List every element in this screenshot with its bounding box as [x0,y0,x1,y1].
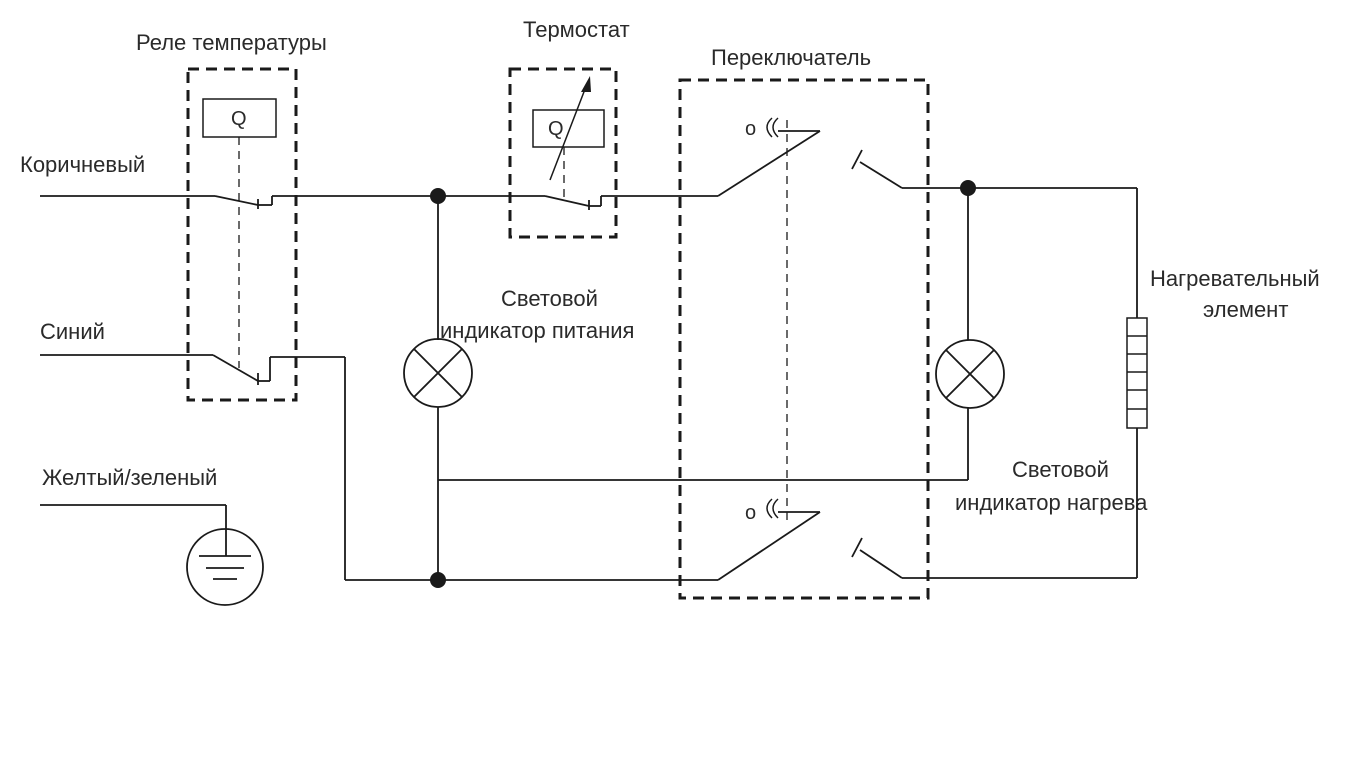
junction-neutral [430,572,446,588]
svg-text:Q: Q [231,108,247,130]
power-indicator-label-line1: Световой [501,286,598,311]
thermostat-adjust-arrow [549,76,591,181]
power-indicator-lamp [403,338,473,408]
heater-label-line1: Нагревательный [1150,266,1320,291]
switch-bottom-pole: o [717,498,821,581]
svg-text:Q: Q [548,118,564,140]
ground-symbol [186,528,264,606]
svg-text:o: o [745,502,756,524]
relay-enclosure [186,67,298,402]
relay-contact-brown [40,195,273,209]
heating-element [1126,317,1148,429]
svg-text:o: o [745,118,756,140]
switch-top-fixed-contact [851,149,903,189]
switch-bottom-fixed-contact [851,537,903,579]
thermostat-contact [544,195,602,210]
thermostat-sensor: Q [532,109,605,148]
thermostat-title: Термостат [523,17,630,42]
brown-wire-label: Коричневый [20,152,145,177]
heat-indicator-label-line2: индикатор нагрева [955,490,1148,515]
heat-indicator-label-line1: Световой [1012,457,1109,482]
switch-title: Переключатель [711,45,871,70]
switch-enclosure [678,78,930,600]
junction-phase [430,188,446,204]
relay-contact-blue [40,354,271,385]
heat-indicator-lamp [935,339,1005,409]
junction-heater [960,180,976,196]
relay-title: Реле температуры [136,30,327,55]
heater-label-line2: элемент [1203,297,1288,322]
power-indicator-label-line2: индикатор питания [440,318,634,343]
switch-top-pole: o [717,117,821,197]
relay-coil: Q [202,98,277,138]
blue-wire-label: Синий [40,319,105,344]
thermostat-enclosure [508,67,618,239]
ground-wire-label: Желтый/зеленый [42,465,217,490]
